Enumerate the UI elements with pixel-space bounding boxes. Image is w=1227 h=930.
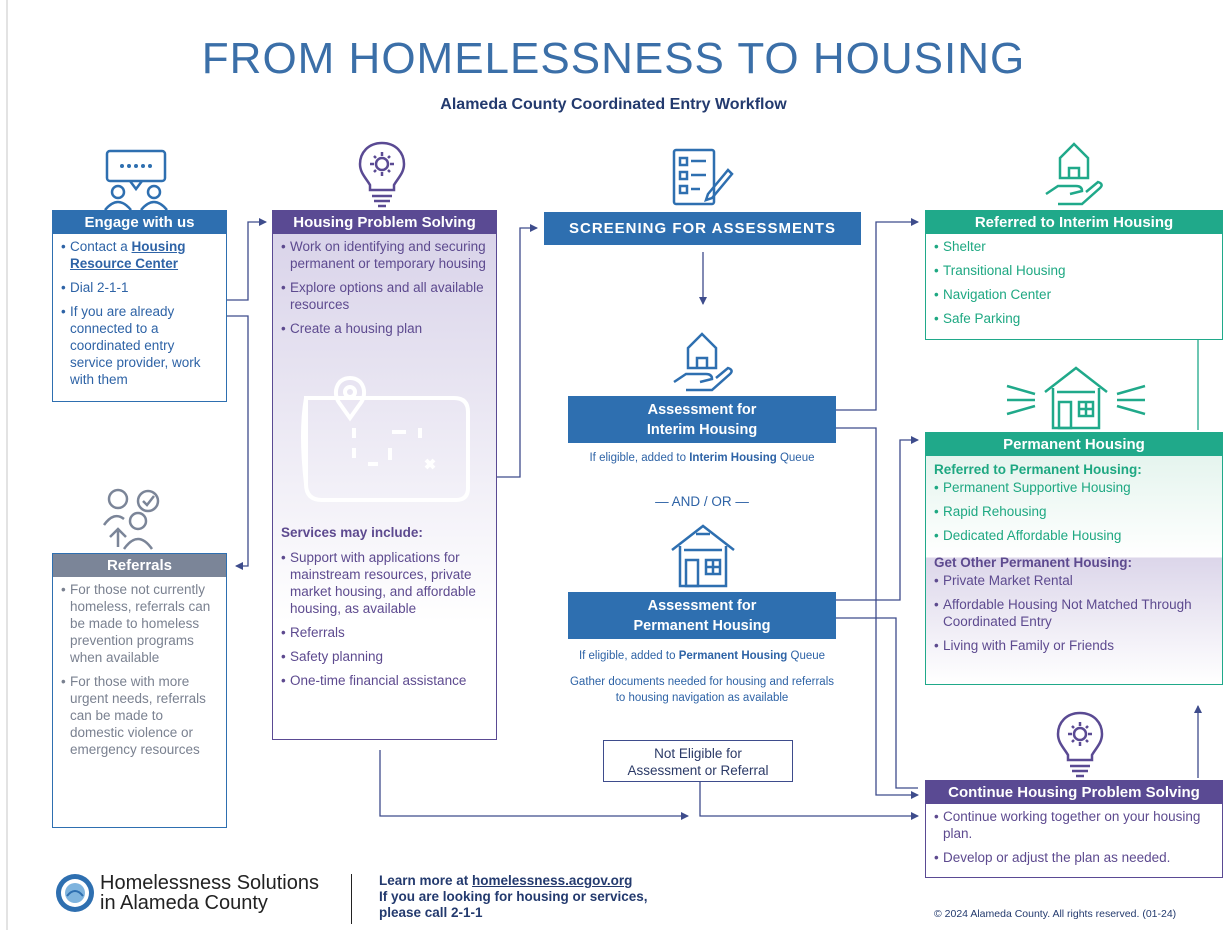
- permanent-note-bold: Permanent Housing: [678, 650, 788, 662]
- people-check-icon: [102, 488, 160, 550]
- org-name-line1: Homelessness Solutions: [100, 872, 319, 894]
- interim-option: Shelter: [934, 238, 1216, 255]
- referrals-card: Referrals For those not currently homele…: [52, 553, 227, 828]
- screening-box: SCREENING FOR ASSESSMENTS: [544, 212, 861, 245]
- interim-option: Transitional Housing: [934, 262, 1216, 279]
- footer-divider: [351, 874, 352, 924]
- referrals-item: For those with more urgent needs, referr…: [61, 673, 220, 758]
- gear-lightbulb-icon: [358, 141, 406, 208]
- permanent-housing-header: Permanent Housing: [926, 433, 1222, 456]
- interim-note-prefix: If eligible, added to: [589, 452, 690, 464]
- copyright: © 2024 Alameda County. All rights reserv…: [934, 908, 1177, 920]
- continue-card: Continue Housing Problem Solving Continu…: [925, 780, 1223, 878]
- service-item: Referrals: [281, 624, 503, 641]
- referrals-header: Referrals: [53, 554, 226, 577]
- problem-solving-item: Work on identifying and securing permane…: [281, 238, 490, 272]
- service-item: One-time financial assistance: [281, 672, 503, 689]
- page-title: FROM HOMELESSNESS TO HOUSING: [201, 34, 1026, 83]
- learn-more-prefix: Learn more at: [379, 873, 473, 888]
- learn-more-line: Learn more at homelessness.acgov.org: [379, 873, 648, 889]
- permanent-housing-card: Permanent Housing Referred to Permanent …: [925, 432, 1223, 685]
- footer-contact: Learn more at homelessness.acgov.org If …: [379, 873, 648, 921]
- continue-item: Develop or adjust the plan as needed.: [934, 849, 1216, 866]
- house-in-hand-icon: [1045, 142, 1103, 206]
- call-line2: please call 2-1-1: [379, 905, 483, 920]
- referrals-item: For those not currently homeless, referr…: [61, 581, 220, 666]
- gather-documents-note: Gather documents needed for housing and …: [548, 674, 856, 706]
- interim-assessment-line1: Assessment for: [647, 402, 757, 418]
- permanent-note-prefix: If eligible, added to: [578, 650, 679, 662]
- gather-documents-line2: to housing navigation as available: [615, 692, 789, 704]
- not-eligible-line2: Assessment or Referral: [627, 763, 769, 778]
- page-subtitle: Alameda County Coordinated Entry Workflo…: [440, 96, 787, 113]
- permanent-other-item: Affordable Housing Not Matched Through C…: [934, 596, 1216, 630]
- interim-option: Safe Parking: [934, 310, 1216, 327]
- service-item: Safety planning: [281, 648, 503, 665]
- homelessness-site-link[interactable]: homelessness.acgov.org: [472, 873, 633, 888]
- housing-resource-center-link[interactable]: Housing Resource Center: [70, 239, 186, 271]
- problem-solving-item: Create a housing plan: [281, 320, 490, 337]
- seal-logo-icon: [56, 874, 94, 912]
- permanent-other-item: Private Market Rental: [934, 572, 1216, 589]
- interim-queue-note: If eligible, added to Interim Housing Qu…: [548, 452, 856, 464]
- interim-assessment-line2: Interim Housing: [646, 422, 758, 438]
- interim-referred-header: Referred to Interim Housing: [926, 211, 1222, 234]
- engage-item-contact-text: Contact a: [70, 239, 132, 254]
- interim-note-suffix: Queue: [776, 452, 815, 464]
- house-icon: [671, 524, 735, 588]
- permanent-assessment-box: Assessment for Permanent Housing: [568, 592, 836, 639]
- permanent-referred-item: Rapid Rehousing: [934, 503, 1216, 520]
- problem-solving-card: Housing Problem Solving Work on identify…: [272, 210, 497, 740]
- interim-assessment-box: Assessment for Interim Housing: [568, 396, 836, 443]
- gear-lightbulb-icon: [1056, 711, 1104, 778]
- checklist-icon: [672, 148, 734, 206]
- services-heading: Services may include:: [281, 525, 423, 540]
- problem-solving-item: Explore options and all available resour…: [281, 279, 490, 313]
- not-eligible-line1: Not Eligible for: [654, 746, 742, 761]
- engage-card: Engage with us Contact a Housing Resourc…: [52, 210, 227, 402]
- other-permanent-heading: Get Other Permanent Housing:: [934, 555, 1133, 570]
- gather-documents-line1: Gather documents needed for housing and …: [569, 676, 835, 688]
- engage-item-dial: Dial 2-1-1: [61, 279, 220, 296]
- interim-referred-card: Referred to Interim Housing Shelter Tran…: [925, 210, 1223, 340]
- house-hand-icon: [673, 332, 733, 392]
- chat-people-icon: [104, 149, 168, 211]
- permanent-other-item: Living with Family or Friends: [934, 637, 1216, 654]
- permanent-queue-note: If eligible, added to Permanent Housing …: [548, 650, 856, 662]
- service-item: Support with applications for mainstream…: [281, 549, 503, 617]
- org-name: Homelessness Solutions in Alameda County: [100, 873, 319, 913]
- interim-option: Navigation Center: [934, 286, 1216, 303]
- map-pin-icon: [301, 375, 470, 502]
- engage-item-contact: Contact a Housing Resource Center: [61, 238, 220, 272]
- continue-item: Continue working together on your housin…: [934, 808, 1216, 842]
- interim-note-bold: Interim Housing: [689, 452, 777, 464]
- permanent-assessment-line1: Assessment for: [647, 598, 757, 614]
- engage-item-connected: If you are already connected to a coordi…: [61, 303, 220, 388]
- problem-solving-header: Housing Problem Solving: [273, 211, 496, 234]
- permanent-referred-item: Permanent Supportive Housing: [934, 479, 1216, 496]
- permanent-note-suffix: Queue: [787, 650, 826, 662]
- engage-header: Engage with us: [53, 211, 226, 234]
- page-edge-line: [6, 0, 8, 930]
- continue-header: Continue Housing Problem Solving: [926, 781, 1222, 804]
- org-name-line2: in Alameda County: [100, 892, 268, 914]
- not-eligible-box: Not Eligible for Assessment or Referral: [603, 740, 793, 782]
- call-line1: If you are looking for housing or servic…: [379, 889, 648, 904]
- and-or-label: — AND / OR —: [655, 494, 749, 509]
- referred-permanent-heading: Referred to Permanent Housing:: [934, 462, 1142, 477]
- house-rays-icon: [1006, 366, 1146, 430]
- permanent-assessment-line2: Permanent Housing: [633, 618, 771, 634]
- permanent-referred-item: Dedicated Affordable Housing: [934, 527, 1216, 544]
